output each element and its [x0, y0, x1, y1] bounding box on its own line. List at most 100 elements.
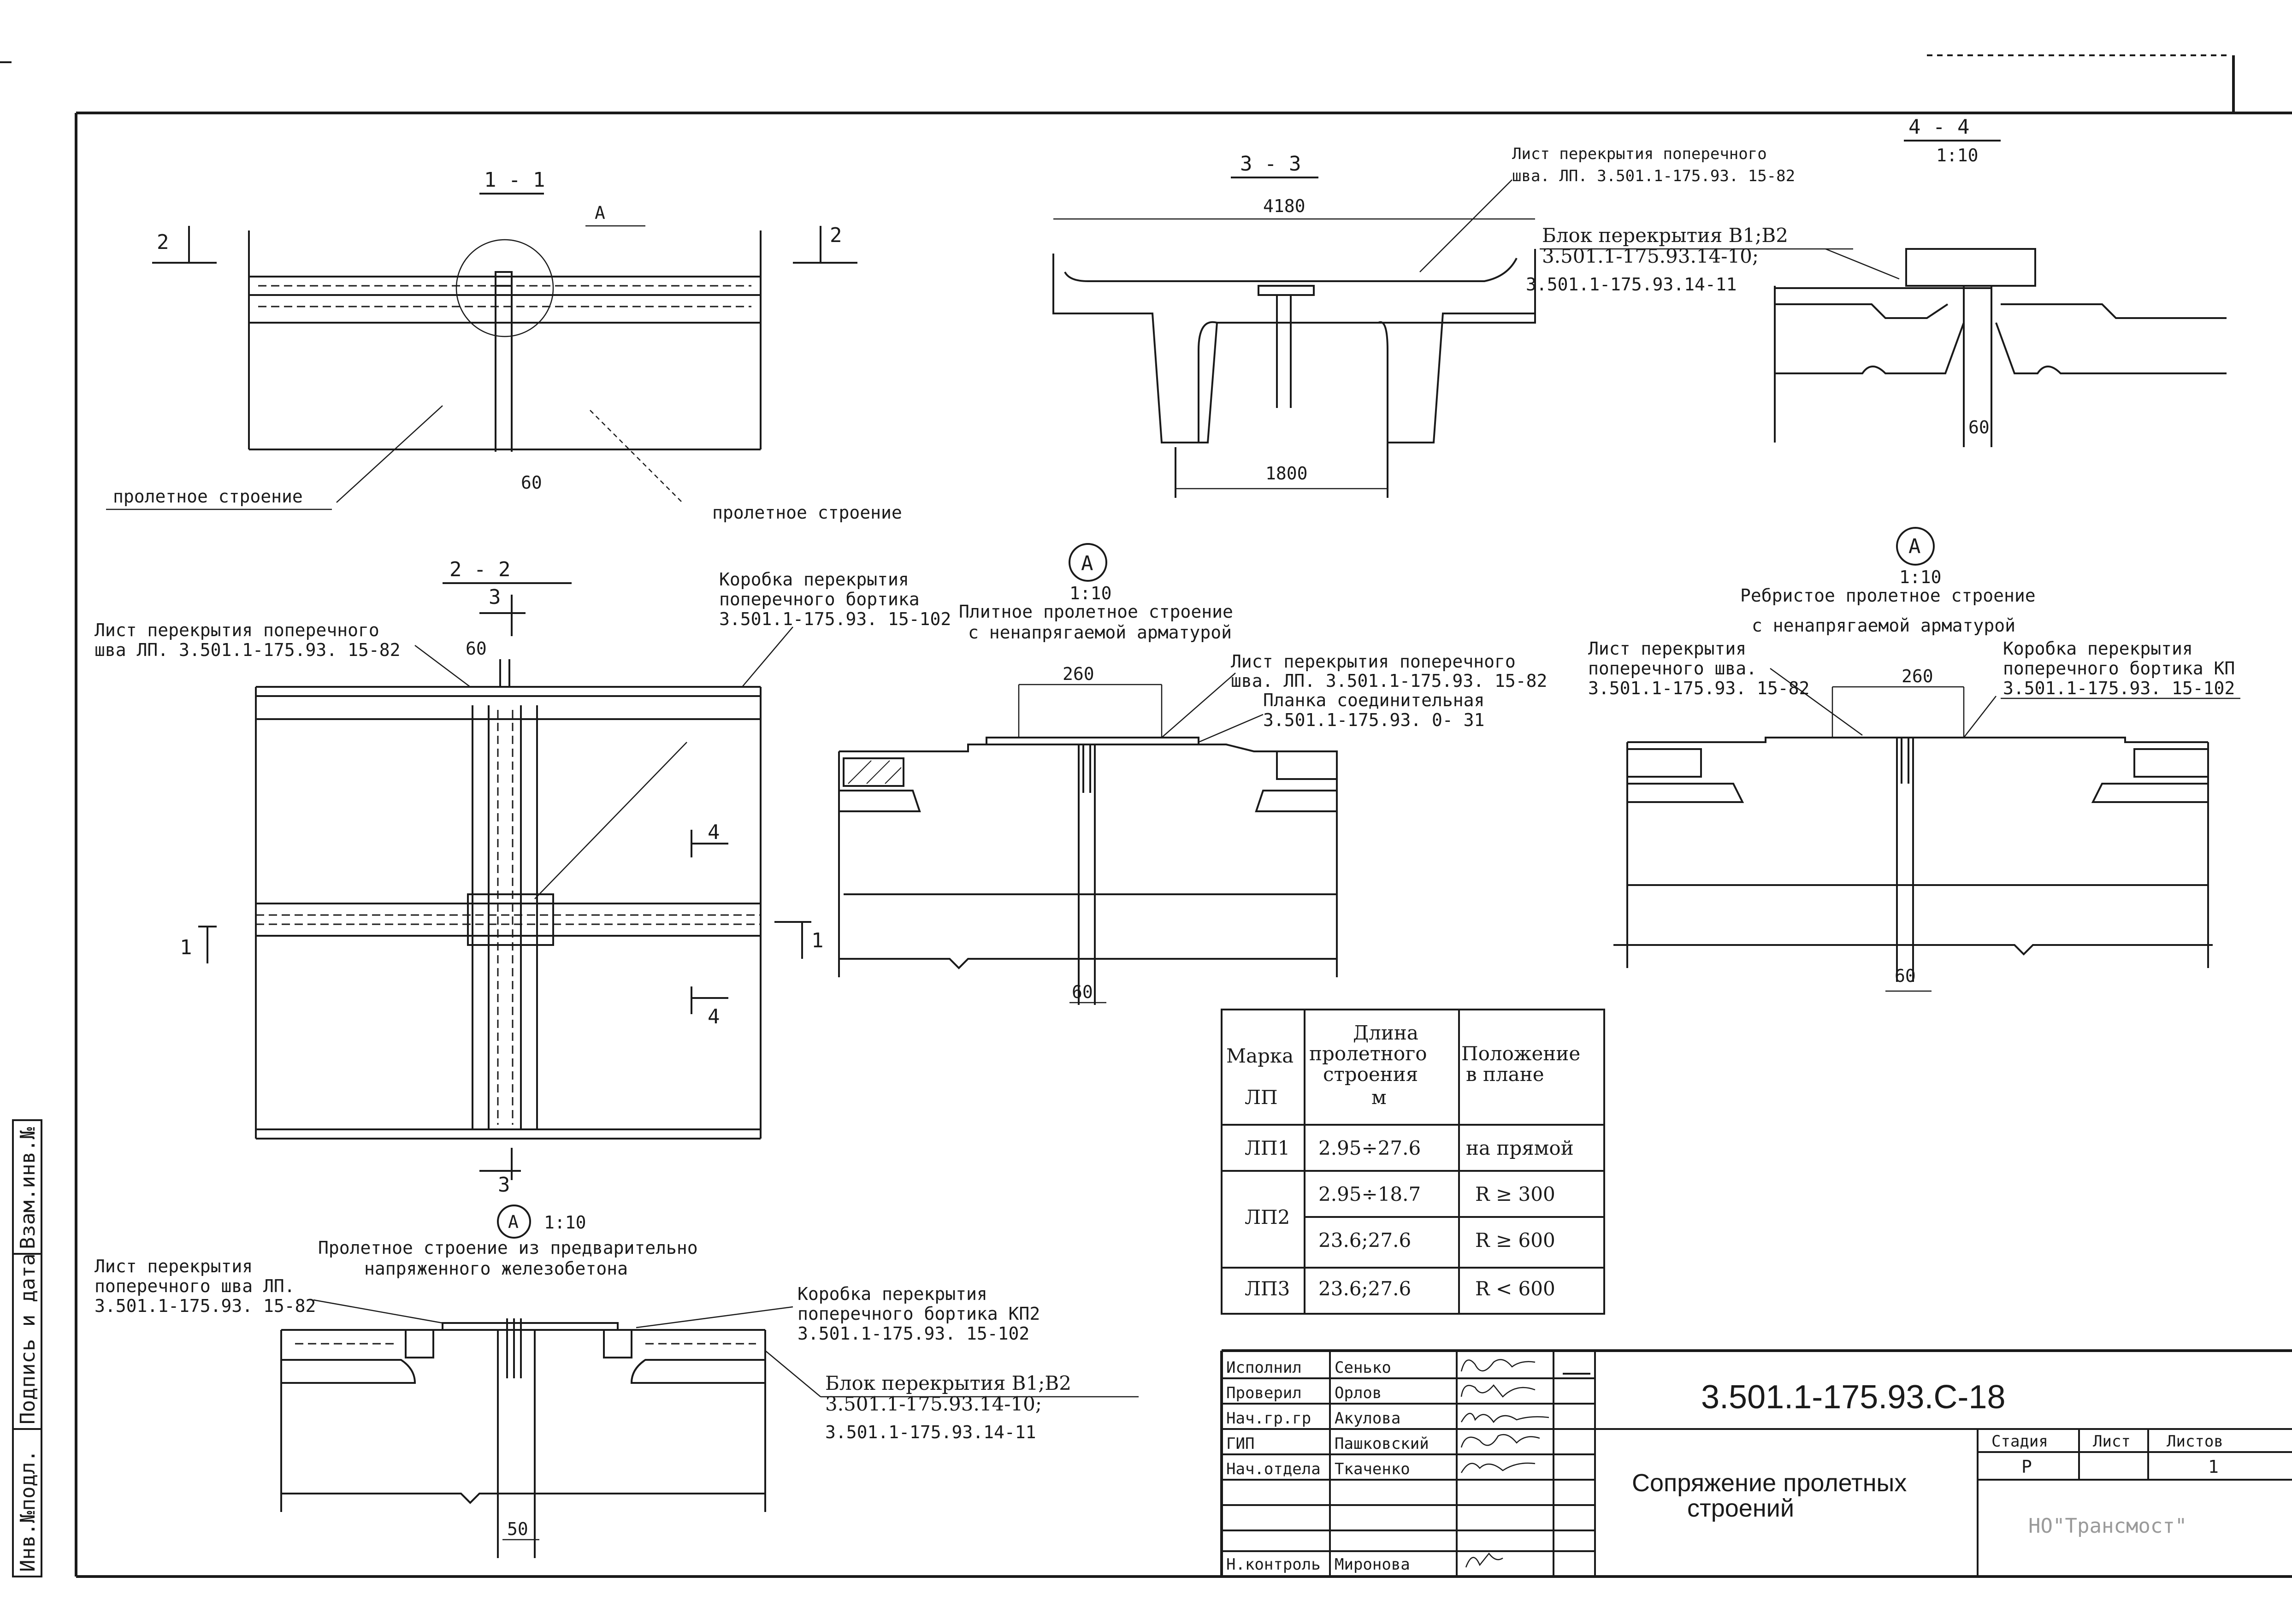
- detail-a-slab-note1-l2: шва. ЛП. 3.501.1-175.93. 15-82: [1231, 671, 1547, 691]
- detail-a-slab-title-l1: Плитное пролетное строение: [959, 602, 1233, 622]
- side-stamp-vzam: Взам.инв.№: [16, 1127, 40, 1249]
- section-4-4-title: 4 - 4: [1908, 115, 1969, 139]
- table-header-length-l2: пролетного: [1309, 1042, 1427, 1065]
- table-row-4-length: 23.6;27.6: [1318, 1277, 1411, 1300]
- signature-scribble-4: [1460, 1434, 1540, 1448]
- section-2-2-cut-4-top: 4: [708, 821, 720, 844]
- detail-a-prestressed-scale: 1:10: [544, 1212, 586, 1233]
- section-1-1-label-left: пролетное строение: [113, 486, 303, 507]
- detail-a-ribbed-note-left-l3: 3.501.1-175.93. 15-82: [1588, 678, 1809, 698]
- signature-role-6: Н.контроль: [1226, 1555, 1321, 1574]
- table-header-position-l2: в плане: [1466, 1063, 1544, 1086]
- section-1-1-cut-2-right: 2: [830, 224, 842, 247]
- signature-role-2: Проверил: [1226, 1384, 1302, 1402]
- detail-a-prestressed-note-box-l3: 3.501.1-175.93. 15-102: [797, 1323, 1029, 1344]
- side-stamp-sign: Подпись и дата: [16, 1253, 40, 1424]
- side-stamp: Инв.№подл. Подпись и дата Взам.инв.№: [12, 1119, 42, 1577]
- signature-scribble-1: [1460, 1359, 1536, 1372]
- signature-scribble-5: [1460, 1462, 1536, 1473]
- signature-name-5: Ткаченко: [1335, 1460, 1410, 1478]
- detail-a-slab-dim-60: 60: [1072, 982, 1093, 1002]
- signature-role-3: Нач.гр.гр: [1226, 1409, 1311, 1428]
- table-row-4-mark: ЛП3: [1245, 1277, 1290, 1300]
- detail-a-ribbed-note-right-l3: 3.501.1-175.93. 15-102: [2003, 678, 2235, 698]
- section-2-2-cut-3-top: 3: [489, 585, 501, 609]
- signature-name-1: Сенько: [1335, 1358, 1391, 1377]
- signature-name-6: Миронова: [1335, 1555, 1410, 1574]
- signature-name-4: Пашковский: [1335, 1435, 1429, 1453]
- stage-value: Р: [2021, 1457, 2032, 1477]
- signature-scribble-3: [1460, 1413, 1549, 1423]
- signature-role-1: Исполнил: [1226, 1358, 1302, 1377]
- detail-a-ribbed-note-left-l2: поперечного шва.: [1588, 658, 1757, 679]
- detail-a-ribbed-title-l2: с ненапрягаемой арматурой: [1752, 615, 2015, 636]
- detail-a-ribbed-note-left-l1: Лист перекрытия: [1588, 638, 1746, 659]
- detail-a-slab-dim-260: 260: [1063, 664, 1094, 684]
- detail-a-ribbed-mark: А: [1908, 535, 1921, 558]
- table-row-2-length: 2.95÷18.7: [1318, 1183, 1421, 1205]
- signature-name-2: Орлов: [1335, 1384, 1382, 1402]
- detail-a-prestressed-mark: А: [508, 1212, 519, 1232]
- section-1-1-cut-2-left: 2: [157, 230, 169, 254]
- section-3-3-dim-bottom: 1800: [1265, 463, 1308, 484]
- sheet-frame: [0, 54, 2292, 1578]
- table-row-2-position: R ≥ 300: [1475, 1183, 1555, 1205]
- detail-a-slab-title-l2: с ненапрягаемой арматурой: [968, 622, 1232, 643]
- section-3-3-note1-l2: шва. ЛП. 3.501.1-175.93. 15-82: [1512, 167, 1795, 185]
- section-2-2-note-left-l2: шва ЛП. 3.501.1-175.93. 15-82: [95, 640, 400, 660]
- detail-a-prestressed-note-block-l2: 3.501.1-175.93.14-10;: [825, 1393, 1042, 1415]
- section-2-2-note-box-l3: 3.501.1-175.93. 15-102: [719, 609, 951, 629]
- section-2-2-note-left-l1: Лист перекрытия поперечного: [95, 620, 379, 640]
- detail-a-slab: А 1:10 Плитное пролетное строение с нена…: [838, 543, 1547, 1005]
- detail-a-ribbed-dim-260: 260: [1902, 666, 1933, 686]
- sheet-header: Лист: [2093, 1432, 2131, 1451]
- detail-a-prestressed-note-box-l2: поперечного бортика КП2: [797, 1304, 1040, 1324]
- section-1-1-title: 1 - 1: [484, 168, 545, 192]
- table-row-4-position: R < 600: [1475, 1277, 1555, 1300]
- table-row-3-length: 23.6;27.6: [1318, 1229, 1411, 1252]
- detail-a-prestressed-title-l2: напряженного железобетона: [364, 1258, 628, 1279]
- detail-a-prestressed-note-left-l1: Лист перекрытия: [95, 1256, 253, 1276]
- section-1-1-dim-60: 60: [521, 472, 542, 493]
- table-header-length-l1: Длина: [1353, 1022, 1418, 1044]
- detail-a-prestressed-note-box-l1: Коробка перекрытия: [797, 1284, 987, 1304]
- detail-a-prestressed-note-left-l2: поперечного шва ЛП.: [95, 1276, 295, 1296]
- title-block: Исполнил Сенько Проверил Орлов Нач.гр.гр…: [1220, 1349, 2292, 1577]
- detail-a-prestressed: А 1:10 Пролетное строение из предварител…: [95, 1205, 1139, 1558]
- table-row-1-mark: ЛП1: [1245, 1137, 1290, 1159]
- section-3-3-title: 3 - 3: [1240, 152, 1301, 176]
- detail-a-ribbed-note-right-l1: Коробка перекрытия: [2003, 638, 2193, 659]
- section-3-3: 3 - 3 4180 1800 Лист перекрытия поперечн…: [1052, 145, 1900, 498]
- side-stamp-inv: Инв.№подл.: [16, 1450, 40, 1572]
- sheet-number: 1: [2208, 1457, 2219, 1477]
- sheet-title-l1: Сопряжение пролетных: [1632, 1469, 1907, 1497]
- section-3-3-note2-l1: Блок перекрытия В1;В2: [1542, 224, 1788, 247]
- detail-a-ribbed-dim-60: 60: [1895, 966, 1916, 986]
- section-2-2-note-box-l2: поперечного бортика: [719, 589, 920, 609]
- detail-a-ribbed-scale: 1:10: [1899, 567, 1942, 587]
- section-3-3-dim-top: 4180: [1263, 196, 1305, 216]
- section-3-3-note1-l1: Лист перекрытия поперечного: [1512, 145, 1767, 163]
- detail-a-prestressed-note-block-l3: 3.501.1-175.93.14-11: [825, 1422, 1036, 1442]
- section-2-2-cut-3-bottom: 3: [498, 1173, 510, 1197]
- organization: НО"Трансмост": [2028, 1514, 2187, 1538]
- table-header-mark: Марка: [1226, 1045, 1294, 1067]
- section-1-1-label-right: пролетное строение: [712, 502, 902, 523]
- sheets-header: Листов: [2167, 1432, 2223, 1451]
- table-row-1-position: на прямой: [1466, 1137, 1574, 1159]
- signature-name-3: Акулова: [1335, 1409, 1400, 1428]
- table-header-length-l3: строения: [1323, 1063, 1418, 1086]
- detail-a-prestressed-dim-60: 50: [507, 1519, 528, 1539]
- section-2-2-cut-1-right: 1: [811, 929, 824, 952]
- section-4-4-dim-60: 60: [1968, 417, 1990, 437]
- table-header-lp: ЛП: [1245, 1086, 1278, 1109]
- section-2-2-note-box-l1: Коробка перекрытия: [719, 569, 909, 590]
- detail-a-slab-note2-l1: Планка соединительная: [1263, 690, 1484, 710]
- signature-role-5: Нач.отдела: [1226, 1460, 1321, 1478]
- signature-scribble-6: [1465, 1552, 1503, 1568]
- table-row-2-mark: ЛП2: [1245, 1206, 1290, 1228]
- section-2-2-cut-1-left: 1: [180, 936, 192, 959]
- stage-header: Стадия: [1991, 1432, 2048, 1451]
- section-3-3-note2-l3: 3.501.1-175.93.14-11: [1526, 274, 1737, 295]
